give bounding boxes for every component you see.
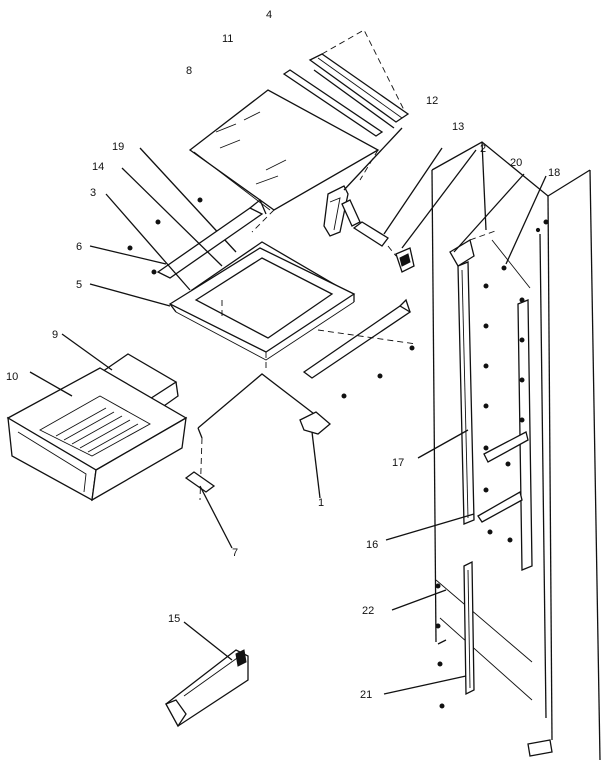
part-2-clip — [387, 149, 477, 273]
part-16-bracket-track — [385, 299, 533, 571]
callout-19: 19 — [112, 141, 124, 153]
part-3-screw — [105, 193, 203, 291]
part-21-lower-rail — [383, 560, 475, 709]
callout-15: 15 — [168, 613, 180, 625]
callout-7: 7 — [232, 547, 238, 559]
part-11-trim-strip — [282, 69, 384, 137]
callout-6: 6 — [76, 241, 82, 253]
callout-22: 22 — [362, 605, 374, 617]
callout-3: 3 — [90, 187, 96, 199]
part-12-shelf-bracket — [323, 127, 403, 237]
callout-13: 13 — [452, 121, 464, 133]
callout-20: 20 — [510, 157, 522, 169]
part-right-rail — [302, 298, 417, 399]
part-6-screw — [89, 245, 167, 275]
part-10-crisper-pan — [6, 367, 188, 502]
part-5-crisper-cover — [89, 247, 356, 372]
cabinet-wall — [431, 141, 601, 761]
part-18-screws — [483, 175, 547, 543]
part-8-glass-shelf — [188, 89, 380, 233]
callout-4: 4 — [266, 9, 272, 21]
callout-10: 10 — [6, 371, 18, 383]
callout-labels: 4 11 8 12 13 2 20 18 19 14 3 6 5 9 10 1 … — [6, 9, 560, 701]
part-13-cam-pin — [341, 147, 443, 247]
callout-16: 16 — [366, 539, 378, 551]
part-15-door-bin — [165, 621, 249, 728]
callout-11: 11 — [222, 33, 233, 45]
callout-17: 17 — [392, 457, 404, 469]
callout-21: 21 — [360, 689, 372, 701]
callout-1: 1 — [318, 497, 324, 509]
callout-5: 5 — [76, 279, 82, 291]
part-14-side-rail — [121, 167, 267, 279]
callout-18: 18 — [548, 167, 560, 179]
part-4-shelf-rail — [308, 29, 410, 129]
part-1-wire-support — [197, 373, 332, 501]
callout-2: 2 — [480, 143, 486, 155]
part-7-latch — [184, 471, 233, 549]
callout-12: 12 — [426, 95, 438, 107]
part-17-ladder-track — [417, 173, 525, 525]
callout-14: 14 — [92, 161, 104, 173]
callout-9: 9 — [52, 329, 58, 341]
callout-8: 8 — [186, 65, 192, 77]
